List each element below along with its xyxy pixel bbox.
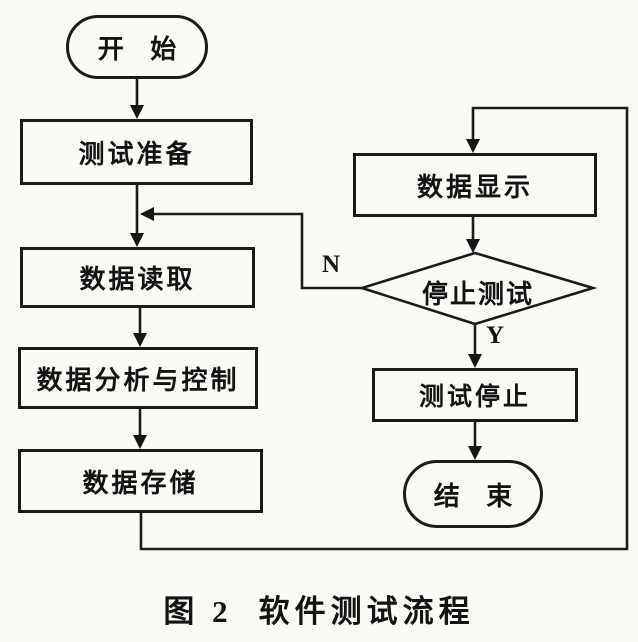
node-test-stop-label: 测试停止 <box>418 384 531 411</box>
node-start: 开 始 <box>66 15 208 79</box>
node-data-display: 数据显示 <box>353 153 597 217</box>
node-test-prep-label: 测试准备 <box>78 139 195 169</box>
edge-decision-no-to-data-read <box>140 207 362 290</box>
edge-test-prep-to-data-read <box>130 185 144 247</box>
node-data-store: 数据存储 <box>18 449 263 513</box>
edge-decision-yes-to-test-stop <box>468 324 482 368</box>
node-data-display-label: 数据显示 <box>416 172 533 202</box>
figure-caption-title: 软件测试流程 <box>258 594 475 629</box>
branch-label-no: N <box>322 251 341 278</box>
edge-start-to-test-prep <box>130 79 144 119</box>
node-end: 结 束 <box>403 460 543 528</box>
figure-caption-label: 图 2 <box>163 594 233 629</box>
branch-label-yes: Y <box>486 322 505 349</box>
node-data-analysis: 数据分析与控制 <box>18 347 258 409</box>
edge-data-analysis-to-data-store <box>133 409 147 449</box>
edge-data-display-to-decision <box>466 217 480 253</box>
node-data-read-label: 数据读取 <box>79 265 196 294</box>
node-test-prep: 测试准备 <box>20 119 253 185</box>
node-start-label: 开 始 <box>97 34 187 64</box>
edge-data-store-loop-to-data-display <box>139 106 629 551</box>
edge-test-stop-to-end <box>468 422 482 460</box>
edge-data-read-to-data-analysis <box>133 308 147 347</box>
node-data-read: 数据读取 <box>20 247 255 308</box>
node-stop-test-decision-label: 停止测试 <box>421 280 534 309</box>
node-test-stop: 测试停止 <box>372 368 578 422</box>
node-data-analysis-label: 数据分析与控制 <box>36 365 240 395</box>
node-end-label: 结 束 <box>433 481 523 511</box>
node-data-store-label: 数据存储 <box>82 468 199 498</box>
figure-caption: 图 2 软件测试流程 <box>0 586 638 631</box>
